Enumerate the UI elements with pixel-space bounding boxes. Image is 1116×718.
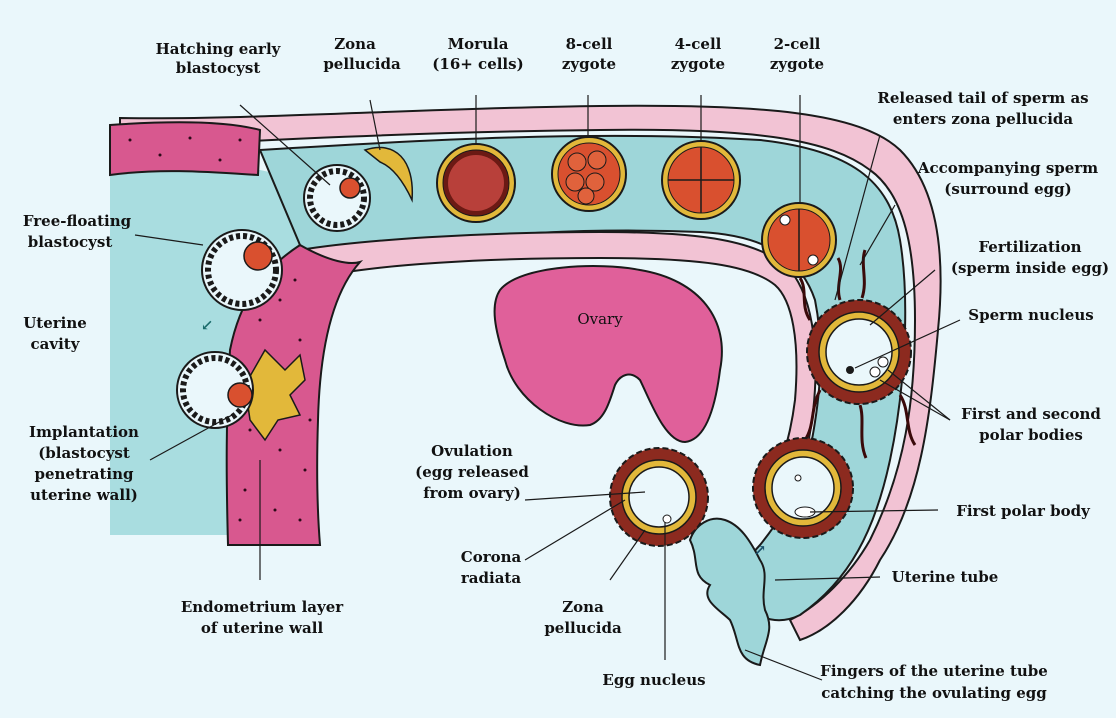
label-free-floating-line2: blastocyst (28, 233, 113, 251)
four-cell-zygote (662, 141, 740, 219)
label-2cell-line2: zygote (770, 55, 824, 73)
label-implantation-line3: penetrating (34, 465, 134, 483)
label-zona-top-line2: pellucida (323, 55, 401, 73)
egg-first-polar-body (753, 438, 853, 538)
label-4cell-line2: zygote (671, 55, 725, 73)
label-released-tail-line1: Released tail of sperm as (877, 89, 1088, 107)
label-hatching-line2: blastocyst (176, 59, 261, 77)
label-uterine-cavity-line2: cavity (31, 335, 81, 353)
label-accompanying-line2: (surround egg) (944, 180, 1071, 198)
label-zona-bottom-line1: Zona (562, 598, 604, 616)
eight-cell-zygote (552, 137, 626, 211)
hatching-blastocyst (304, 165, 370, 231)
label-implantation-line4: uterine wall) (30, 486, 138, 504)
label-8cell-line1: 8-cell (566, 35, 613, 53)
label-uterine-cavity-line1: Uterine (23, 314, 87, 332)
label-accompanying-line1: Accompanying sperm (917, 159, 1098, 177)
ovulating-egg (610, 448, 708, 546)
label-implantation-line1: Implantation (29, 423, 139, 441)
morula (437, 144, 515, 222)
label-released-tail-line2: enters zona pellucida (893, 110, 1074, 128)
label-egg-nucleus: Egg nucleus (602, 671, 705, 689)
label-endometrium-line1: Endometrium layer (181, 598, 344, 616)
label-2cell-line1: 2-cell (774, 35, 821, 53)
label-fertilization-line1: Fertilization (978, 238, 1081, 256)
label-corona-line1: Corona (461, 548, 522, 566)
label-zona-top-line1: Zona (334, 35, 376, 53)
label-fertilization-line2: (sperm inside egg) (951, 259, 1109, 277)
two-cell-zygote (762, 203, 836, 277)
label-polar-bodies-line2: polar bodies (979, 426, 1083, 444)
label-ovulation-line1: Ovulation (431, 442, 513, 460)
label-endometrium-line2: of uterine wall (201, 619, 324, 637)
label-corona-line2: radiata (461, 569, 521, 587)
label-zona-bottom-line2: pellucida (544, 619, 622, 637)
endometrium-top (110, 122, 260, 175)
label-hatching-line1: Hatching early (156, 40, 282, 58)
label-ovulation-line3: from ovary) (423, 484, 521, 502)
curved-arrow-icon: ↗ (754, 541, 767, 559)
label-polar-bodies-line1: First and second (961, 405, 1101, 423)
down-arrow-icon: ↙ (201, 316, 214, 334)
label-8cell-line2: zygote (562, 55, 616, 73)
label-free-floating-line1: Free-floating (23, 212, 132, 230)
label-uterine-tube: Uterine tube (892, 568, 999, 586)
label-implantation-line2: (blastocyst (38, 444, 130, 462)
label-4cell-line1: 4-cell (675, 35, 722, 53)
label-fingers-line2: catching the ovulating egg (821, 684, 1047, 702)
free-floating-blastocyst (202, 230, 282, 310)
label-fingers-line1: Fingers of the uterine tube (820, 662, 1048, 680)
ovary-label: Ovary (577, 310, 623, 328)
label-sperm-nucleus: Sperm nucleus (968, 306, 1093, 324)
label-morula-line2: (16+ cells) (432, 55, 523, 73)
label-morula-line1: Morula (448, 35, 509, 53)
label-first-polar: First polar body (956, 502, 1091, 520)
label-ovulation-line2: (egg released (415, 463, 529, 481)
